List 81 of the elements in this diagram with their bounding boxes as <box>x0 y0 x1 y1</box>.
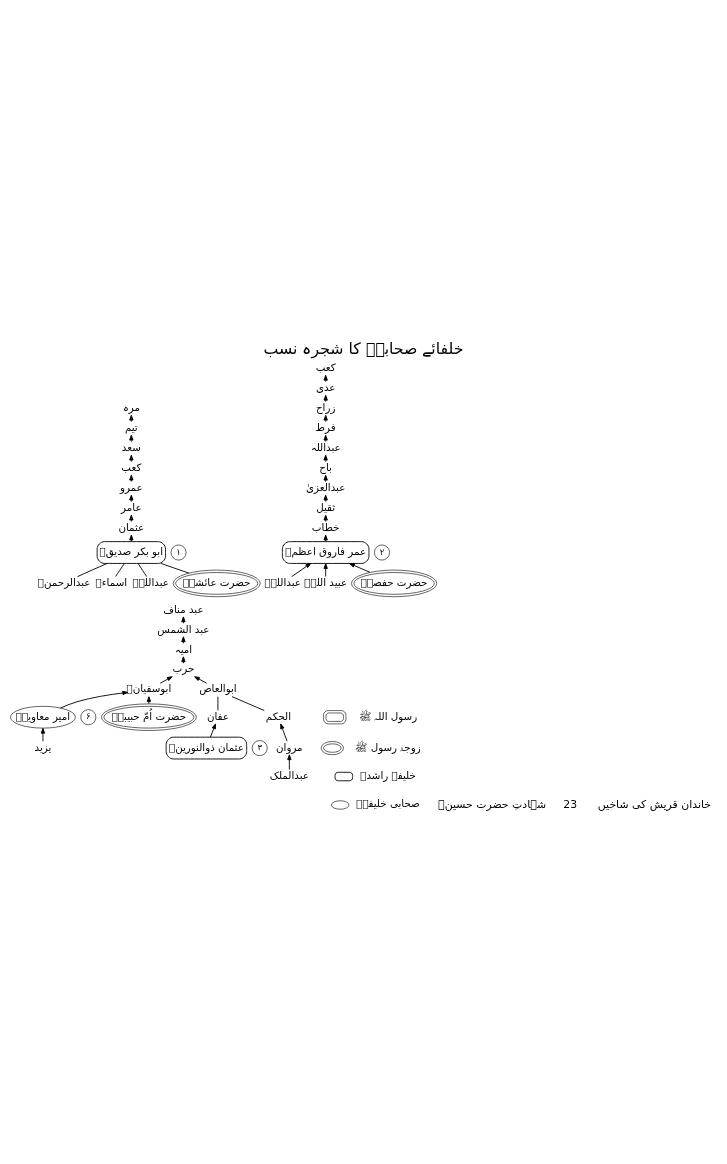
node-text: یزید <box>34 740 52 753</box>
connector <box>137 562 148 577</box>
legend-label: زوجۂ رسول ﷺ <box>355 740 421 753</box>
node-text: باح <box>319 460 332 473</box>
node-text: مروان <box>276 740 303 753</box>
arrow <box>323 454 328 462</box>
arrow <box>129 514 134 522</box>
node-text: کعب <box>121 460 142 473</box>
node-text: سعد <box>121 440 141 453</box>
connector <box>115 562 125 577</box>
arrow <box>40 727 46 742</box>
node-text: امیہ <box>174 641 193 654</box>
arrow <box>323 514 328 522</box>
node-text: ابوسفیانؓ <box>126 681 172 694</box>
arrow <box>60 690 129 708</box>
node-text: الحکم <box>265 709 292 722</box>
node-text: عبید اللہؓ <box>304 575 348 588</box>
arrow <box>146 695 152 704</box>
arrow <box>181 615 186 624</box>
node-text: عبداللہ <box>310 440 341 453</box>
node-text: خطاب <box>311 520 340 533</box>
arrow <box>129 474 134 482</box>
node-label: ۲ <box>379 546 385 557</box>
arrow <box>323 494 328 502</box>
arrow <box>323 534 328 542</box>
label: شہادتِ حضرت حسینؓ <box>438 797 547 811</box>
node-text: عبد مناف <box>163 602 204 615</box>
connector <box>76 562 108 577</box>
node-text: عبدالعزیٰ <box>306 480 346 493</box>
node-text: ابوالعاص <box>199 681 237 694</box>
legend-label: صحابی خلیفہؓ <box>356 796 420 809</box>
node-label: ۳ <box>257 741 262 752</box>
legend-label: رسول اللہ ﷺ <box>358 709 418 722</box>
arrow <box>194 675 208 684</box>
node-text: عمرو <box>119 480 143 493</box>
arrow <box>349 562 371 573</box>
node-text: اسماءؓ <box>95 575 128 588</box>
node-text: عبدالرحمنؓ <box>37 575 91 588</box>
arrow <box>209 722 216 738</box>
arrow <box>287 753 292 770</box>
arrow <box>129 454 134 462</box>
node-ellipse: امیر معاویہؓ <box>10 705 76 728</box>
arrow <box>323 562 328 577</box>
arrow <box>323 394 328 402</box>
arrow <box>129 434 134 442</box>
label: خاندان قریش کی شاخیں <box>597 797 712 811</box>
node-label: ۶ <box>86 710 91 721</box>
arrow <box>323 434 328 442</box>
node-label: ۱ <box>176 546 181 557</box>
node-text: زراح <box>315 400 336 413</box>
connector <box>160 562 190 574</box>
arrow <box>323 414 328 422</box>
label: 23 <box>563 797 578 811</box>
arrow <box>323 374 328 382</box>
node-text: عامر <box>121 500 142 513</box>
node-text: ثقیل <box>316 500 336 513</box>
arrow <box>129 494 134 502</box>
connector <box>231 695 265 711</box>
node-text: عبداللہؓ <box>132 575 169 588</box>
arrow <box>291 562 312 577</box>
node-text: عثمان <box>118 520 145 533</box>
node-text: کعب <box>315 360 336 373</box>
arrow <box>129 534 134 542</box>
arrow <box>323 474 328 482</box>
node-text: فرط <box>315 420 336 433</box>
node-text: تیم <box>124 420 138 433</box>
arrow <box>129 414 134 422</box>
node-text: عدی <box>315 380 336 393</box>
arrow <box>181 655 186 664</box>
legend-label: خلیفہ راشدؓ <box>360 768 416 781</box>
arrow <box>181 635 186 644</box>
node-text: عبد الشمس <box>157 622 210 635</box>
arrow <box>280 722 288 742</box>
node-text: حرب <box>172 661 195 674</box>
node-text: مرہ <box>122 400 140 413</box>
node-text: عبدالملک <box>269 768 309 781</box>
node-text: عبداللہؓ <box>264 575 301 588</box>
node-text: عفان <box>206 709 229 722</box>
node-box: عثمان ذوالنورینؓ <box>165 736 248 759</box>
diagram-title: خلفائے صحابہؓ کا شجرہ نسب <box>263 338 464 358</box>
arrow <box>159 675 173 684</box>
